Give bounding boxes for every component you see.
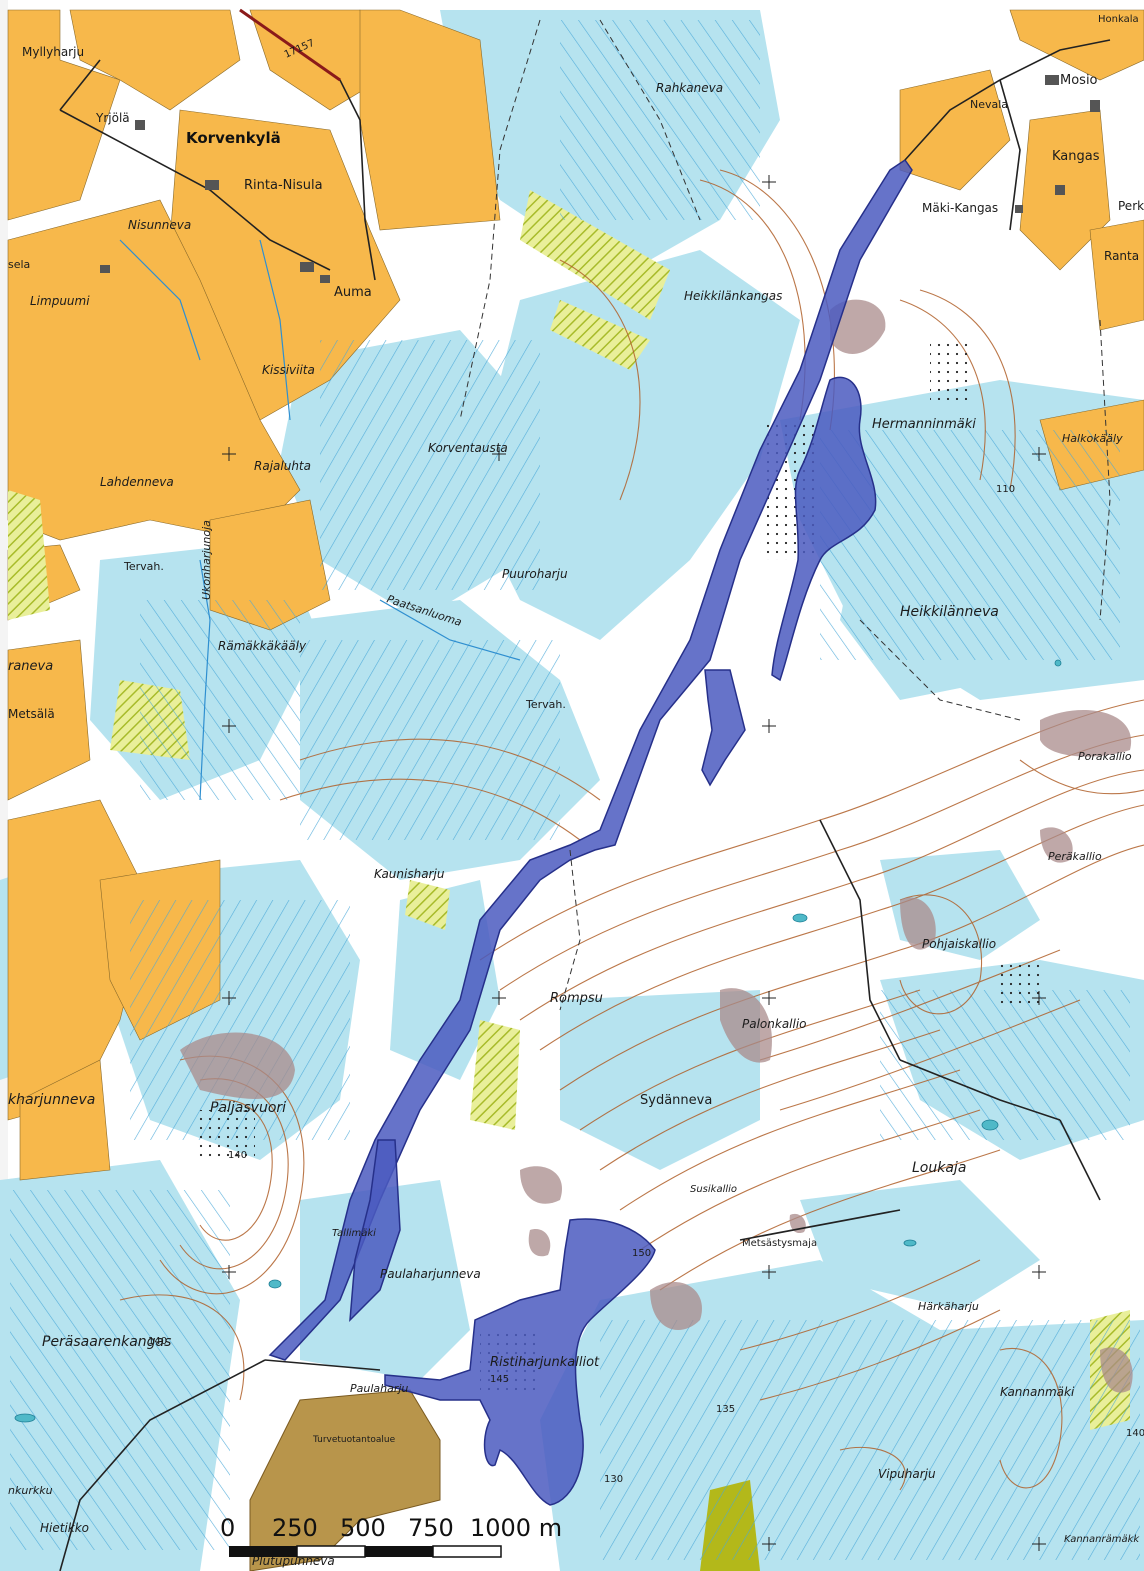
place-label: Yrjölä: [95, 111, 130, 125]
place-label: Limpuumi: [30, 294, 90, 308]
place-label: nkurkku: [8, 1484, 53, 1497]
place-label: Heikkilänneva: [900, 604, 999, 620]
rock-outcrops: [180, 299, 1133, 1393]
place-label: Susikallio: [690, 1184, 737, 1195]
place-label: Tervah.: [525, 698, 566, 711]
contour-label: 130: [604, 1474, 623, 1485]
place-label: Rompsu: [550, 991, 603, 1006]
place-label: Peräsaarenkangas: [42, 1334, 171, 1350]
place-label: Kaunisharju: [374, 867, 445, 881]
place-label: Tervah.: [123, 560, 164, 573]
place-labels: Myllyharju Yrjölä Korvenkylä Rinta-Nisul…: [8, 14, 1144, 1568]
place-label: Tallimäki: [332, 1228, 376, 1239]
place-label: Honkala: [1098, 14, 1139, 25]
highlighted-area: [268, 158, 913, 1506]
place-label: Paulaharju: [350, 1382, 408, 1395]
ditch-network: [10, 20, 1140, 1560]
place-label: Loukaja: [912, 1160, 966, 1176]
map-frame-left: [0, 0, 8, 1571]
main-road: [239, 8, 341, 82]
place-label: Myllyharju: [22, 45, 84, 59]
peat-production-area: [249, 1389, 441, 1571]
place-label: Kissiviita: [262, 363, 315, 377]
place-label: Härkäharju: [918, 1300, 979, 1313]
place-label: Metsälä: [8, 707, 55, 721]
scale-bar-label-500: 500: [340, 1514, 386, 1542]
place-label: Kannanmäki: [1000, 1385, 1075, 1399]
place-label: Porakallio: [1078, 750, 1132, 763]
place-label: kharjunneva: [8, 1092, 95, 1108]
place-label: Rajaluhta: [254, 459, 311, 473]
scale-bar-segment: [229, 1546, 297, 1557]
place-label: Korventausta: [428, 441, 508, 455]
place-label: Hietikko: [40, 1521, 89, 1535]
scale-bar-segment: [365, 1546, 433, 1557]
place-label: Kannanrämäkk: [1064, 1534, 1140, 1545]
place-label: Peräkallio: [1048, 850, 1102, 863]
contour-label: 140: [148, 1336, 167, 1347]
place-label: Paljasvuori: [210, 1100, 286, 1116]
place-label: Ristiharjunkalliot: [490, 1355, 600, 1370]
place-label: Pohjaiskallio: [922, 937, 996, 951]
place-label: Rinta-Nisula: [244, 178, 323, 193]
place-label: Nevala: [970, 98, 1008, 111]
contour-label: 145: [490, 1374, 509, 1385]
contour-label: 110: [996, 484, 1015, 495]
place-label: Perk: [1118, 199, 1144, 213]
ponds: [14, 659, 1062, 1423]
scale-bar-segment: [296, 1545, 366, 1558]
scale-bar-label-1000: 1000 m: [470, 1514, 562, 1542]
place-label: Vipuharju: [878, 1467, 936, 1481]
place-label: Ranta: [1104, 249, 1139, 263]
place-label: raneva: [8, 659, 53, 674]
place-label: Rahkaneva: [656, 81, 723, 95]
place-label: Paulaharjunneva: [380, 1267, 481, 1281]
place-label: Metsästysmaja: [742, 1238, 817, 1249]
place-label: Rämäkkäkääly: [218, 639, 307, 653]
place-label: Kangas: [1052, 149, 1100, 164]
place-label: Sydänneva: [640, 1093, 712, 1108]
scale-bar-label-0: 0: [220, 1514, 235, 1542]
contour-label: 135: [716, 1404, 735, 1415]
scale-bar-label-250: 250: [272, 1514, 318, 1542]
scale-bar: 0 250 500 750 1000 m: [220, 1514, 562, 1558]
place-label: Halkokääly: [1062, 432, 1123, 445]
place-label: Mäki-Kangas: [922, 201, 998, 215]
buildings: [100, 75, 1100, 283]
grid-crosses: [222, 175, 1046, 1551]
place-label: sela: [8, 258, 30, 271]
place-label: Turvetuotantoalue: [312, 1435, 396, 1445]
contour-label: 140: [228, 1150, 247, 1161]
place-label: Korvenkylä: [186, 129, 281, 147]
place-label: Palonkallio: [742, 1017, 807, 1031]
scale-bar-label-750: 750: [408, 1514, 454, 1542]
place-label: Lahdenneva: [100, 475, 174, 489]
place-label: Nisunneva: [128, 218, 191, 232]
place-label: Auma: [334, 285, 372, 300]
place-label: Ukonharjunoja: [200, 520, 213, 600]
place-label: Puuroharju: [502, 567, 568, 581]
place-label: Heikkilänkangas: [684, 289, 782, 303]
scale-bar-segment: [432, 1545, 502, 1558]
contour-label: 150: [632, 1248, 651, 1259]
tracks: [459, 19, 1111, 1011]
place-label: Hermanninmäki: [872, 417, 976, 432]
streams: [119, 239, 521, 801]
contour-label: 140: [1126, 1428, 1144, 1439]
contour-labels: 110 140 135 130 140 150 145 140: [148, 484, 1144, 1485]
place-label: Mosio: [1060, 73, 1098, 88]
